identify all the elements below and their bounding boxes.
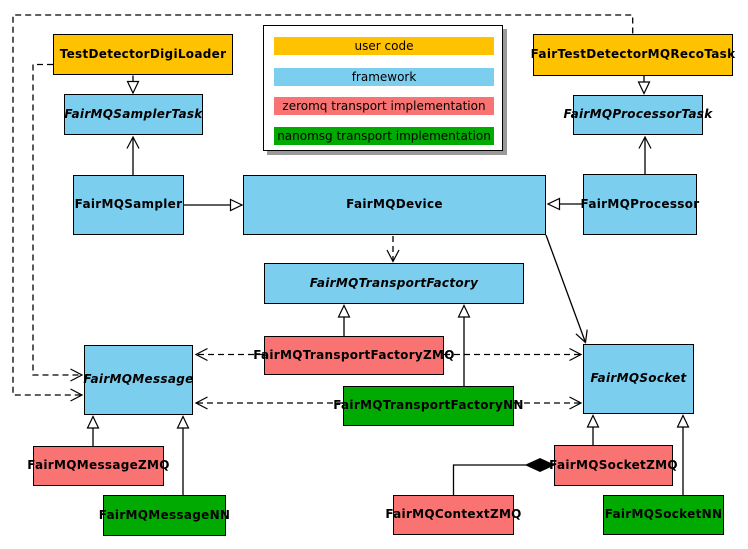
node-fairmqprocessortask: FairMQProcessorTask	[563, 95, 712, 135]
node-fairmqcontextzmq: FairMQContextZMQ	[385, 495, 521, 535]
edge-device-socket	[545, 234, 588, 344]
node-fairmqprocessor: FairMQProcessor	[581, 174, 699, 235]
legend-item-zeromq: zeromq transport implementation	[274, 97, 494, 115]
edge-contextzmq-socketzmq	[452, 464, 526, 495]
node-testdetectordigiloader: TestDetectorDigiLoader	[53, 34, 233, 75]
edge-digiloader-message	[32, 63, 84, 382]
node-fairmqsocketzmq: FairMQSocketZMQ	[549, 445, 678, 486]
legend: user code framework zeromq transport imp…	[263, 25, 503, 151]
node-fairmqdevice: FairMQDevice	[243, 175, 546, 235]
legend-item-framework: framework	[274, 68, 494, 86]
node-fairmqtransportfactoryzmq: FairMQTransportFactoryZMQ	[253, 336, 454, 375]
legend-item-nanomsg: nanomsg transport implementation	[274, 127, 494, 145]
node-fairmqmessage: FairMQMessage	[83, 345, 193, 415]
node-fairmqtransportfactory: FairMQTransportFactory	[264, 263, 524, 304]
legend-item-user-code: user code	[274, 37, 494, 55]
node-fairmqsamplertask: FairMQSamplerTask	[64, 94, 203, 135]
node-fairmqsocket: FairMQSocket	[583, 344, 694, 414]
node-fairmqmessagenn: FairMQMessageNN	[99, 495, 230, 536]
node-fairmqsocketnn: FairMQSocketNN	[603, 495, 724, 535]
node-fairmqtransportfactorynn: FairMQTransportFactoryNN	[333, 386, 523, 426]
node-fairmqsampler: FairMQSampler	[73, 175, 184, 235]
node-fairmqmessagezmq: FairMQMessageZMQ	[27, 446, 170, 486]
node-fairtestdetectormqrecotask: FairTestDetectorMQRecoTask	[531, 34, 735, 76]
edge-recotask-message	[12, 14, 634, 402]
